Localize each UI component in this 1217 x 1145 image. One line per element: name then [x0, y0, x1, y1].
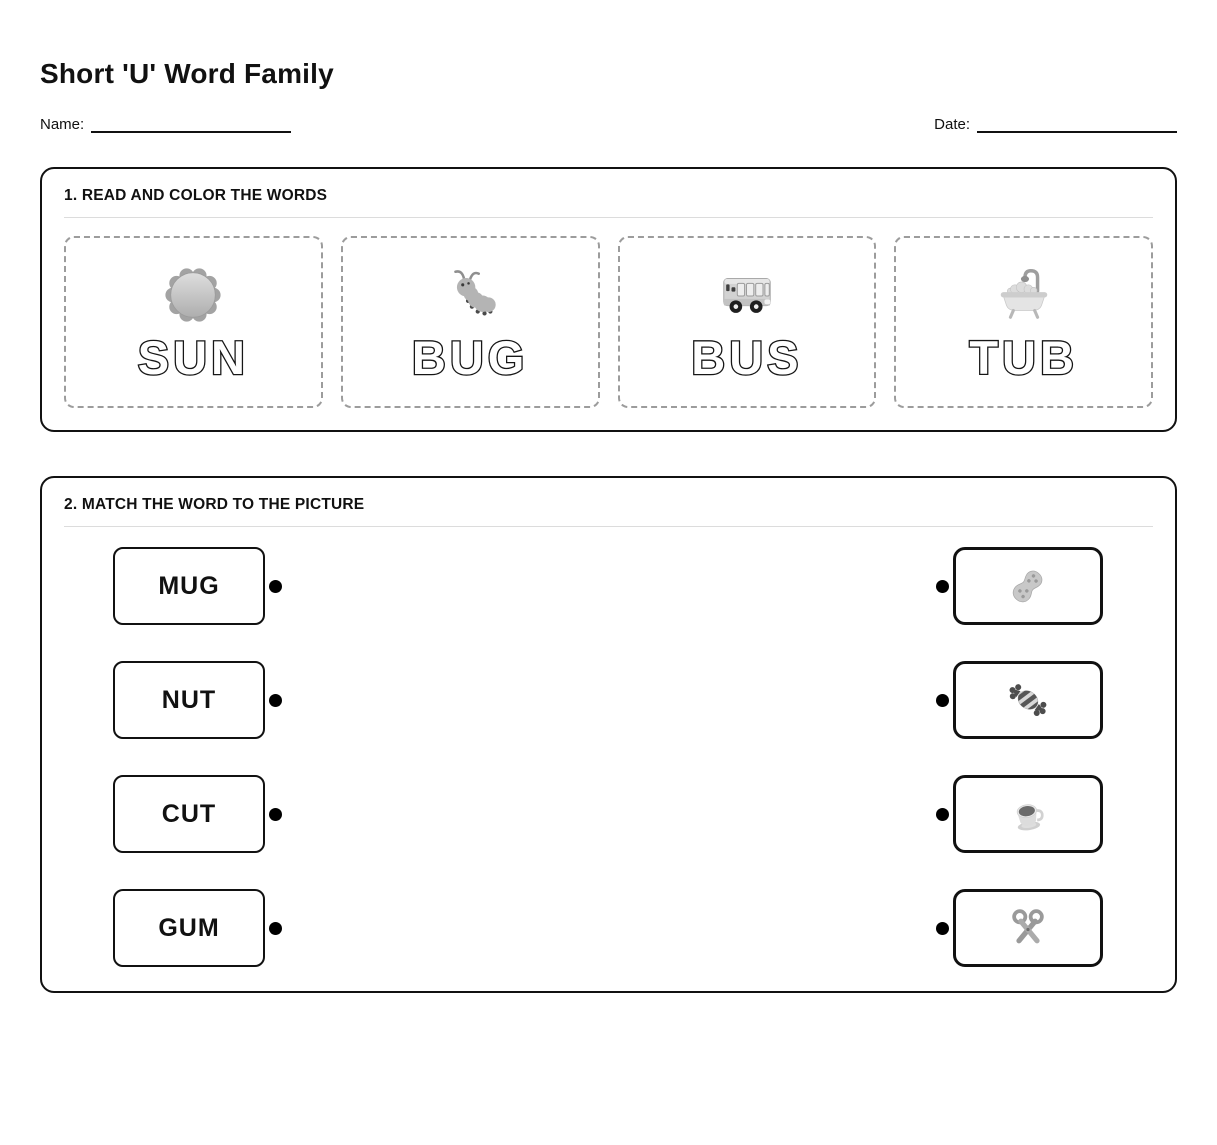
match-rows: MUG — [64, 547, 1153, 967]
section-match: 2. MATCH THE WORD TO THE PICTURE MUG — [40, 476, 1177, 993]
section2-heading: 2. MATCH THE WORD TO THE PICTURE — [64, 496, 365, 513]
word-unit-cut: CUT — [113, 775, 282, 853]
flashcard-tub: TUB — [894, 236, 1153, 408]
match-dot-word-cut[interactable] — [269, 807, 282, 821]
date-field: Date: — [934, 116, 1177, 133]
flashcard-bug: BUG — [340, 236, 600, 408]
match-dot-pic-mug[interactable] — [936, 807, 949, 821]
match-row: MUG — [113, 547, 1103, 625]
word-box-nut: NUT — [113, 661, 265, 739]
name-label: Name: — [40, 116, 85, 133]
worksheet-page: Short 'U' Word Family Name: Date: 1. REA… — [0, 58, 1217, 993]
pic-box-candy — [953, 661, 1103, 739]
bus-icon — [716, 264, 778, 326]
word-box-mug: MUG — [113, 547, 265, 625]
pic-unit-peanut — [936, 547, 1103, 625]
candy-icon — [1004, 676, 1052, 724]
match-dot-word-mug[interactable] — [269, 579, 282, 593]
flashcard-sun: SUN — [64, 236, 323, 408]
pic-unit-candy — [936, 661, 1103, 739]
word-box-gum: GUM — [113, 889, 265, 967]
peanut-icon — [1004, 562, 1052, 610]
scissors-icon — [1004, 904, 1052, 952]
match-row: GUM — [113, 889, 1103, 967]
flashcard-bus: BUS — [617, 236, 877, 408]
match-row: CUT — [113, 775, 1103, 853]
name-write-line — [91, 119, 292, 133]
card-word: BUS — [690, 330, 803, 384]
card-word: BUG — [411, 330, 529, 384]
word-unit-mug: MUG — [113, 547, 282, 625]
page-title: Short 'U' Word Family — [40, 58, 334, 89]
pic-unit-mug — [936, 775, 1103, 853]
caterpillar-icon — [439, 264, 501, 326]
sun-icon — [162, 264, 224, 326]
match-row: NUT — [113, 661, 1103, 739]
date-label: Date: — [934, 116, 970, 133]
match-dot-pic-candy[interactable] — [936, 693, 949, 707]
section1-divider — [64, 217, 1153, 218]
match-dot-pic-scissors[interactable] — [936, 921, 949, 935]
section-read-and-color: 1. READ AND COLOR THE WORDS — [40, 167, 1177, 432]
word-box-cut: CUT — [113, 775, 265, 853]
section2-divider — [64, 526, 1153, 527]
pic-box-scissors — [953, 889, 1103, 967]
match-dot-word-gum[interactable] — [269, 921, 282, 935]
match-dot-word-nut[interactable] — [269, 693, 282, 707]
pic-box-mug — [953, 775, 1103, 853]
bathtub-icon — [993, 264, 1055, 326]
card-word: TUB — [968, 330, 1078, 384]
name-field: Name: — [40, 116, 292, 133]
flashcards-row: SUN — [64, 236, 1153, 408]
section1-heading: 1. READ AND COLOR THE WORDS — [64, 187, 328, 204]
name-date-row: Name: Date: — [40, 116, 1177, 133]
word-unit-nut: NUT — [113, 661, 282, 739]
match-dot-pic-peanut[interactable] — [936, 579, 949, 593]
coffee-mug-icon — [1004, 790, 1052, 838]
card-word: SUN — [136, 330, 249, 384]
pic-box-peanut — [953, 547, 1103, 625]
pic-unit-scissors — [936, 889, 1103, 967]
date-write-line — [977, 119, 1177, 133]
word-unit-gum: GUM — [113, 889, 282, 967]
